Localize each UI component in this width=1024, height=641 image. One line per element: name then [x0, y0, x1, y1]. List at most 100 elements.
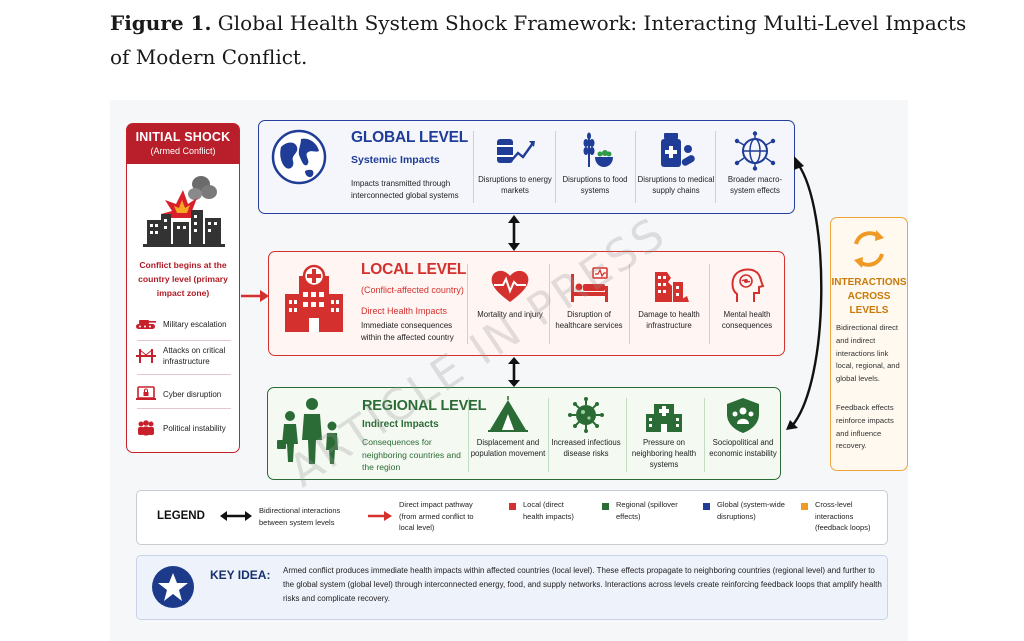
medicine-bottle-icon — [661, 133, 695, 167]
hospital-building-icon — [285, 264, 343, 332]
legend-direct-arrow-icon — [368, 511, 392, 521]
bidirectional-arrow-global-local — [508, 215, 520, 251]
regional-level-subtitle: Indirect Impacts — [362, 419, 439, 430]
figure-caption-text: Global Health System Shock Framework: In… — [110, 11, 967, 69]
local-item-label: Disruption of healthcare services — [555, 310, 623, 330]
global-item-label: Disruptions to energy markets — [478, 175, 552, 195]
damaged-building-icon — [655, 272, 689, 302]
legend-regional-label: Regional (spillover effects) — [616, 500, 678, 521]
local-item-mortality: Mortality and injury — [471, 266, 549, 320]
regional-level-description: Consequences for neighboring countries a… — [362, 437, 461, 472]
local-item-mental-health: Mental health consequences — [707, 266, 787, 331]
regional-item-pressure: Pressure on neighboring health systems — [624, 396, 704, 470]
divider — [467, 264, 468, 344]
key-idea-panel: KEY IDEA: Armed conflict produces immedi… — [136, 555, 888, 620]
legend-local-label: Local (direct health impacts) — [523, 500, 574, 521]
wheat-bowl-icon — [583, 132, 613, 167]
local-item-label: Mental health consequences — [721, 310, 773, 330]
legend-local-swatch — [509, 503, 516, 510]
local-item-infrastructure: Damage to health infrastructure — [629, 266, 709, 331]
divider — [548, 398, 549, 472]
divider — [549, 264, 550, 344]
local-level-panel: LOCAL LEVEL (Conflict-affected country) … — [268, 251, 785, 356]
legend-title: LEGEND — [157, 510, 205, 522]
shock-item-cyber: Cyber disruption — [135, 380, 239, 408]
shock-item-infrastructure: Attacks on critical infrastructure — [135, 342, 239, 370]
global-level-title: GLOBAL LEVEL — [351, 129, 469, 146]
people-group-icon — [138, 420, 154, 436]
global-item-macro: Broader macro-system effects — [716, 131, 794, 196]
legend-cross-swatch — [801, 503, 808, 510]
divider — [468, 398, 469, 472]
shock-item-label: Cyber disruption — [163, 389, 222, 399]
initial-shock-title: INITIAL SHOCK — [135, 130, 231, 144]
regional-item-displacement: Displacement and population movement — [468, 396, 548, 459]
legend-bidirectional-label: Bidirectional interactions between syste… — [259, 506, 341, 527]
shock-item-military: Military escalation — [135, 310, 239, 338]
key-idea-text: Armed conflict produces immediate health… — [283, 566, 882, 603]
global-item-label: Broader macro-system effects — [727, 175, 783, 195]
global-item-label: Disruptions to medical supply chains — [637, 175, 715, 195]
divider — [626, 398, 627, 472]
divider — [137, 408, 231, 409]
divider — [473, 131, 474, 203]
head-brain-icon — [731, 268, 765, 302]
tank-icon — [136, 320, 156, 329]
city-explosion-icon — [143, 176, 225, 247]
feedback-loop-arrow — [786, 156, 823, 430]
local-item-healthcare: Disruption of healthcare services — [549, 266, 629, 331]
regional-item-label: Increased infectious disease risks — [551, 438, 621, 458]
divider — [715, 131, 716, 203]
initial-shock-description: Conflict begins at the country level (pr… — [138, 260, 228, 298]
legend-panel: LEGEND Bidirectional interactions betwee… — [136, 490, 888, 545]
local-level-description: Immediate consequences within the affect… — [361, 321, 454, 342]
regional-item-instability: Sociopolitical and economic instability — [704, 396, 782, 459]
divider — [704, 398, 705, 472]
key-idea-label: KEY IDEA: — [210, 568, 271, 582]
shock-item-label: Political instability — [163, 423, 226, 433]
shield-people-icon — [727, 398, 759, 433]
legend-cross-label: Cross-level interactions (feedback loops… — [815, 500, 871, 532]
heart-pulse-icon — [491, 270, 529, 302]
initial-shock-panel: INITIAL SHOCK (Armed Conflict) Conflict … — [126, 123, 240, 453]
tent-icon — [488, 396, 528, 432]
globe-icon — [271, 129, 327, 185]
global-item-label: Disruptions to food systems — [562, 175, 628, 195]
interactions-text-2: Feedback effects reinforce impacts and i… — [836, 403, 894, 451]
divider — [555, 131, 556, 203]
bidirectional-arrow-local-regional — [508, 357, 520, 387]
star-icon — [152, 566, 194, 608]
regional-item-label: Sociopolitical and economic instability — [709, 438, 777, 458]
legend-global-label: Global (system-wide disruptions) — [717, 500, 785, 521]
global-level-description: Impacts transmitted through interconnect… — [351, 179, 459, 200]
legend-regional-swatch — [602, 503, 609, 510]
shock-item-political: Political instability — [135, 414, 239, 442]
divider — [137, 340, 231, 341]
divider — [137, 374, 231, 375]
legend-direct-label: Direct impact pathway (from armed confli… — [399, 500, 474, 532]
global-item-medical: Disruptions to medical supply chains — [636, 131, 716, 196]
hospital-icon — [646, 404, 682, 432]
figure-caption-label: Figure 1. — [110, 11, 212, 35]
local-item-label: Mortality and injury — [477, 310, 543, 319]
regional-level-title: REGIONAL LEVEL — [362, 398, 487, 414]
figure-caption: Figure 1. Global Health System Shock Fra… — [110, 6, 990, 74]
local-level-heading: Direct Health Impacts — [361, 306, 448, 316]
regional-item-disease: Increased infectious disease risks — [546, 396, 626, 459]
global-level-subtitle: Systemic Impacts — [351, 154, 440, 166]
direct-impact-arrow — [241, 290, 269, 302]
interactions-text-1: Bidirectional direct and indirect intera… — [836, 323, 900, 384]
local-item-label: Damage to health infrastructure — [638, 310, 700, 330]
hospital-bed-icon — [571, 267, 608, 302]
initial-shock-subtitle: (Armed Conflict) — [150, 146, 216, 156]
global-item-energy: Disruptions to energy markets — [478, 131, 552, 196]
local-level-title: LOCAL LEVEL — [361, 261, 467, 278]
cycle-arrows-icon — [854, 230, 884, 268]
laptop-lock-icon — [136, 386, 156, 400]
global-item-food: Disruptions to food systems — [557, 131, 633, 196]
regional-item-label: Pressure on neighboring health systems — [631, 438, 697, 469]
network-globe-icon — [734, 131, 776, 171]
interactions-title: INTERACTIONS ACROSS LEVELS — [831, 277, 907, 316]
virus-icon — [568, 397, 604, 433]
divider — [709, 264, 710, 344]
